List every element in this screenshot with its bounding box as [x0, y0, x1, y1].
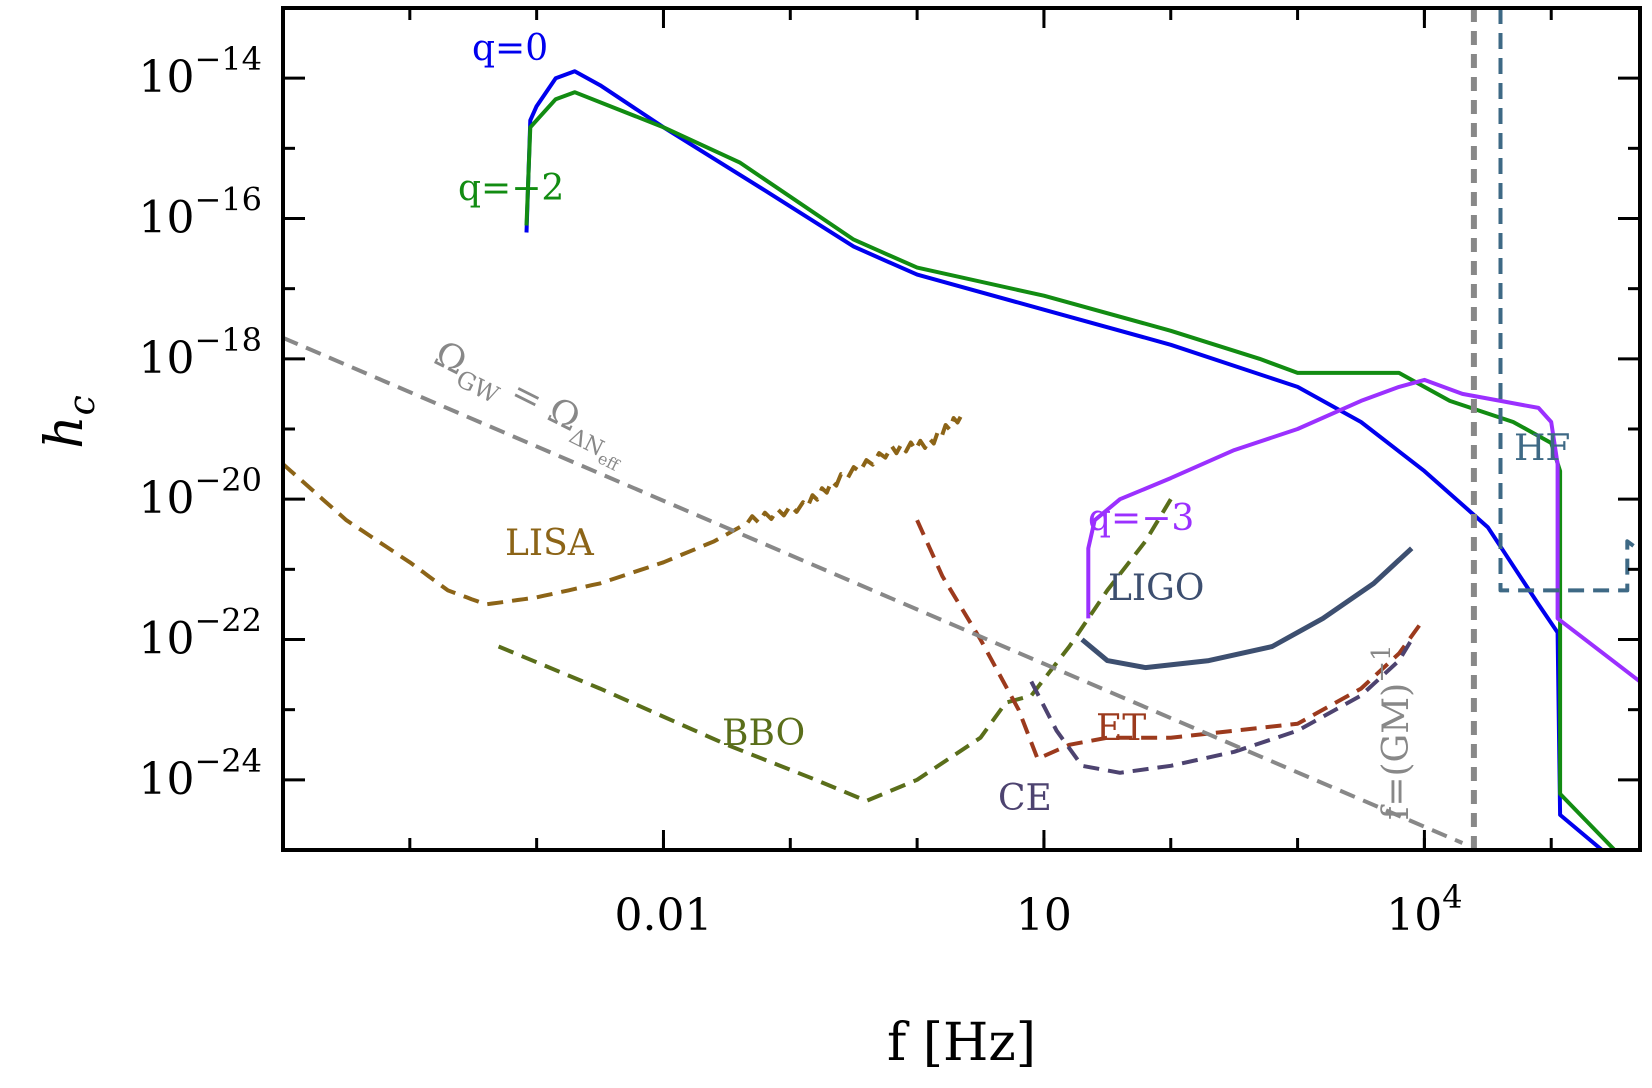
- label-series-et-5: ET: [1096, 708, 1146, 749]
- x-tick-label: 10: [1016, 890, 1072, 941]
- y-tick-label: 10−24: [138, 742, 262, 805]
- x-tick-label: 0.01: [614, 890, 712, 941]
- series-lisa-3-line: [283, 414, 964, 607]
- series-et-5-line: [915, 519, 1427, 761]
- label-series-ce-6: CE: [998, 778, 1052, 819]
- series-bbo-4-line: [497, 498, 1173, 803]
- label-series-q-0-0: q=0: [472, 28, 548, 69]
- series-q-3-2-line: [1086, 377, 1640, 684]
- series-gw-neff-8-line: [283, 335, 1464, 845]
- y-tick-label: 10−22: [138, 602, 262, 665]
- label-series-hf-10: HF: [1514, 428, 1570, 469]
- label-series-q-2-1: q=−2: [458, 168, 564, 209]
- label-series-gw-neff-8: ΩGW = ΩΔNeff: [423, 333, 638, 475]
- y-axis-label: hc: [35, 395, 103, 449]
- series-q-0-0-line: [524, 69, 1604, 850]
- label-series-bbo-4: BBO: [722, 713, 805, 754]
- label-series-lisa-3: LISA: [505, 523, 595, 564]
- label-series-f-gm-9: f=(GM)−1: [1367, 644, 1417, 820]
- series-ce-6-line: [1029, 638, 1414, 775]
- x-axis-label: f [Hz]: [887, 1013, 1036, 1073]
- y-tick-label: 10−16: [138, 181, 262, 244]
- series-layer: [283, 8, 1640, 850]
- series-hf-10-line: [1498, 8, 1640, 593]
- plot-frame: [281, 6, 1642, 852]
- label-series-q-3-2: q=−3: [1088, 498, 1194, 539]
- x-tick-label: 104: [1386, 878, 1462, 941]
- tick-layer: 0.01 10 104 10−14 10−16 10−18 10−20 10−22 10−24: [138, 8, 1640, 941]
- y-tick-label: 10−18: [138, 321, 262, 384]
- label-series-ligo-7: LIGO: [1108, 568, 1204, 609]
- y-tick-label: 10−20: [138, 461, 262, 524]
- y-tick-label: 10−14: [138, 40, 262, 103]
- series-ligo-7-line: [1080, 546, 1414, 671]
- series-q-2-1-line: [524, 90, 1617, 850]
